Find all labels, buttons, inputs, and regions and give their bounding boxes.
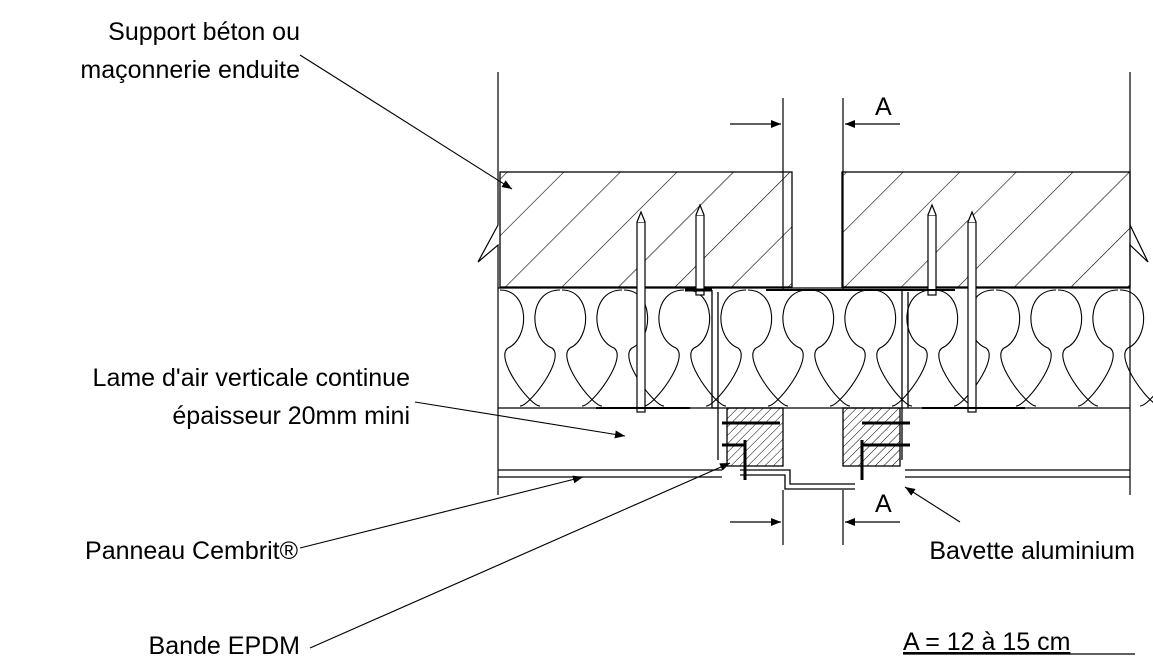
- label-bande: Bande EPDM: [149, 632, 300, 660]
- leader-bavette: [904, 486, 961, 523]
- leader-lines: [299, 54, 961, 649]
- insulation-loop: [1119, 289, 1153, 407]
- label-lame-air-line1: Lame d'air verticale continue: [93, 364, 410, 392]
- label-support-line2: maçonnerie enduite: [80, 56, 300, 84]
- leader-panneau: [299, 475, 584, 549]
- insulation-layer: [498, 287, 1153, 409]
- timber-battens: [722, 407, 910, 480]
- anchor-bolts: [596, 203, 1025, 413]
- brackets: [711, 290, 909, 460]
- insulation-loop: [685, 289, 747, 407]
- insulation-loop: [747, 289, 809, 407]
- insulation-loop: [561, 289, 623, 407]
- concrete-support: [499, 171, 1131, 288]
- insulation-loop: [623, 289, 685, 407]
- insulation-loop: [809, 289, 871, 407]
- label-formula: A = 12 à 15 cm: [903, 628, 1070, 656]
- insulation-loop: [871, 289, 933, 407]
- insulation-loop: [499, 289, 561, 407]
- label-bavette: Bavette aluminium: [929, 537, 1135, 565]
- label-dim-top: A: [875, 93, 892, 121]
- label-dim-bottom: A: [875, 490, 892, 518]
- gap-dimension: [730, 98, 900, 545]
- leader-bande: [309, 462, 731, 649]
- insulation-loop: [933, 289, 995, 407]
- label-support-line1: Support béton ou: [108, 18, 300, 46]
- insulation-loop: [995, 289, 1057, 407]
- insulation-loop: [1057, 289, 1119, 407]
- label-lame-air-line2: épaisseur 20mm mini: [172, 402, 410, 430]
- cladding-panel: [498, 469, 1130, 490]
- labels: Support béton ou maçonnerie enduite Lame…: [80, 18, 1135, 660]
- leader-support: [299, 54, 513, 190]
- label-panneau: Panneau Cembrit®: [85, 537, 299, 565]
- leader-lame-air: [414, 401, 626, 439]
